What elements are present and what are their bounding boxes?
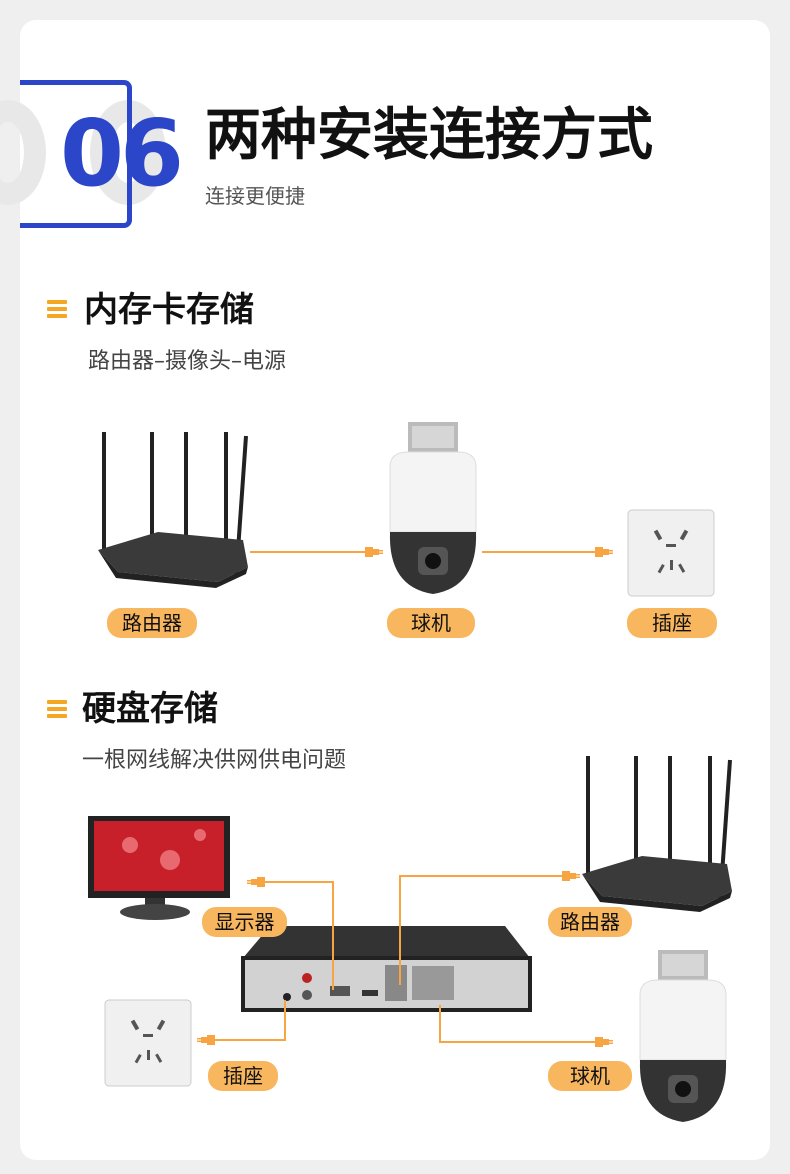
page-title: 两种安装连接方式	[205, 103, 653, 168]
label-router: 路由器	[107, 608, 197, 638]
plug-icon	[365, 547, 383, 557]
section1-title: 内存卡存储	[84, 290, 254, 330]
label-router: 路由器	[548, 907, 632, 937]
label-camera: 球机	[387, 608, 475, 638]
section2-title: 硬盘存储	[82, 689, 218, 729]
label-monitor: 显示器	[202, 907, 287, 937]
number-shadow-ring	[0, 100, 46, 205]
section-number: 06	[60, 100, 184, 207]
menu-lines-icon	[47, 300, 67, 318]
plug-icon	[595, 547, 613, 557]
nvr-image	[241, 926, 532, 1012]
plug-icon	[562, 871, 580, 881]
outlet-image	[104, 999, 192, 1087]
monitor-image	[88, 816, 230, 920]
camera-image	[639, 949, 727, 1123]
label-outlet: 插座	[627, 608, 717, 638]
page-subtitle: 连接更便捷	[205, 184, 305, 208]
camera-image	[389, 421, 477, 595]
label-outlet: 插座	[208, 1061, 278, 1091]
section1-subtitle: 路由器–摄像头–电源	[88, 349, 287, 374]
cable-lines	[215, 875, 595, 1043]
outlet-image	[627, 509, 715, 597]
menu-lines-icon	[47, 700, 67, 718]
label-camera: 球机	[548, 1061, 632, 1091]
plug-icon	[595, 1037, 613, 1047]
section2-subtitle: 一根网线解决供网供电问题	[82, 748, 347, 773]
plug-icon	[197, 1035, 215, 1045]
number-frame	[20, 80, 132, 228]
router-image	[582, 756, 732, 912]
router-image	[98, 432, 248, 588]
plug-icon	[247, 877, 265, 887]
